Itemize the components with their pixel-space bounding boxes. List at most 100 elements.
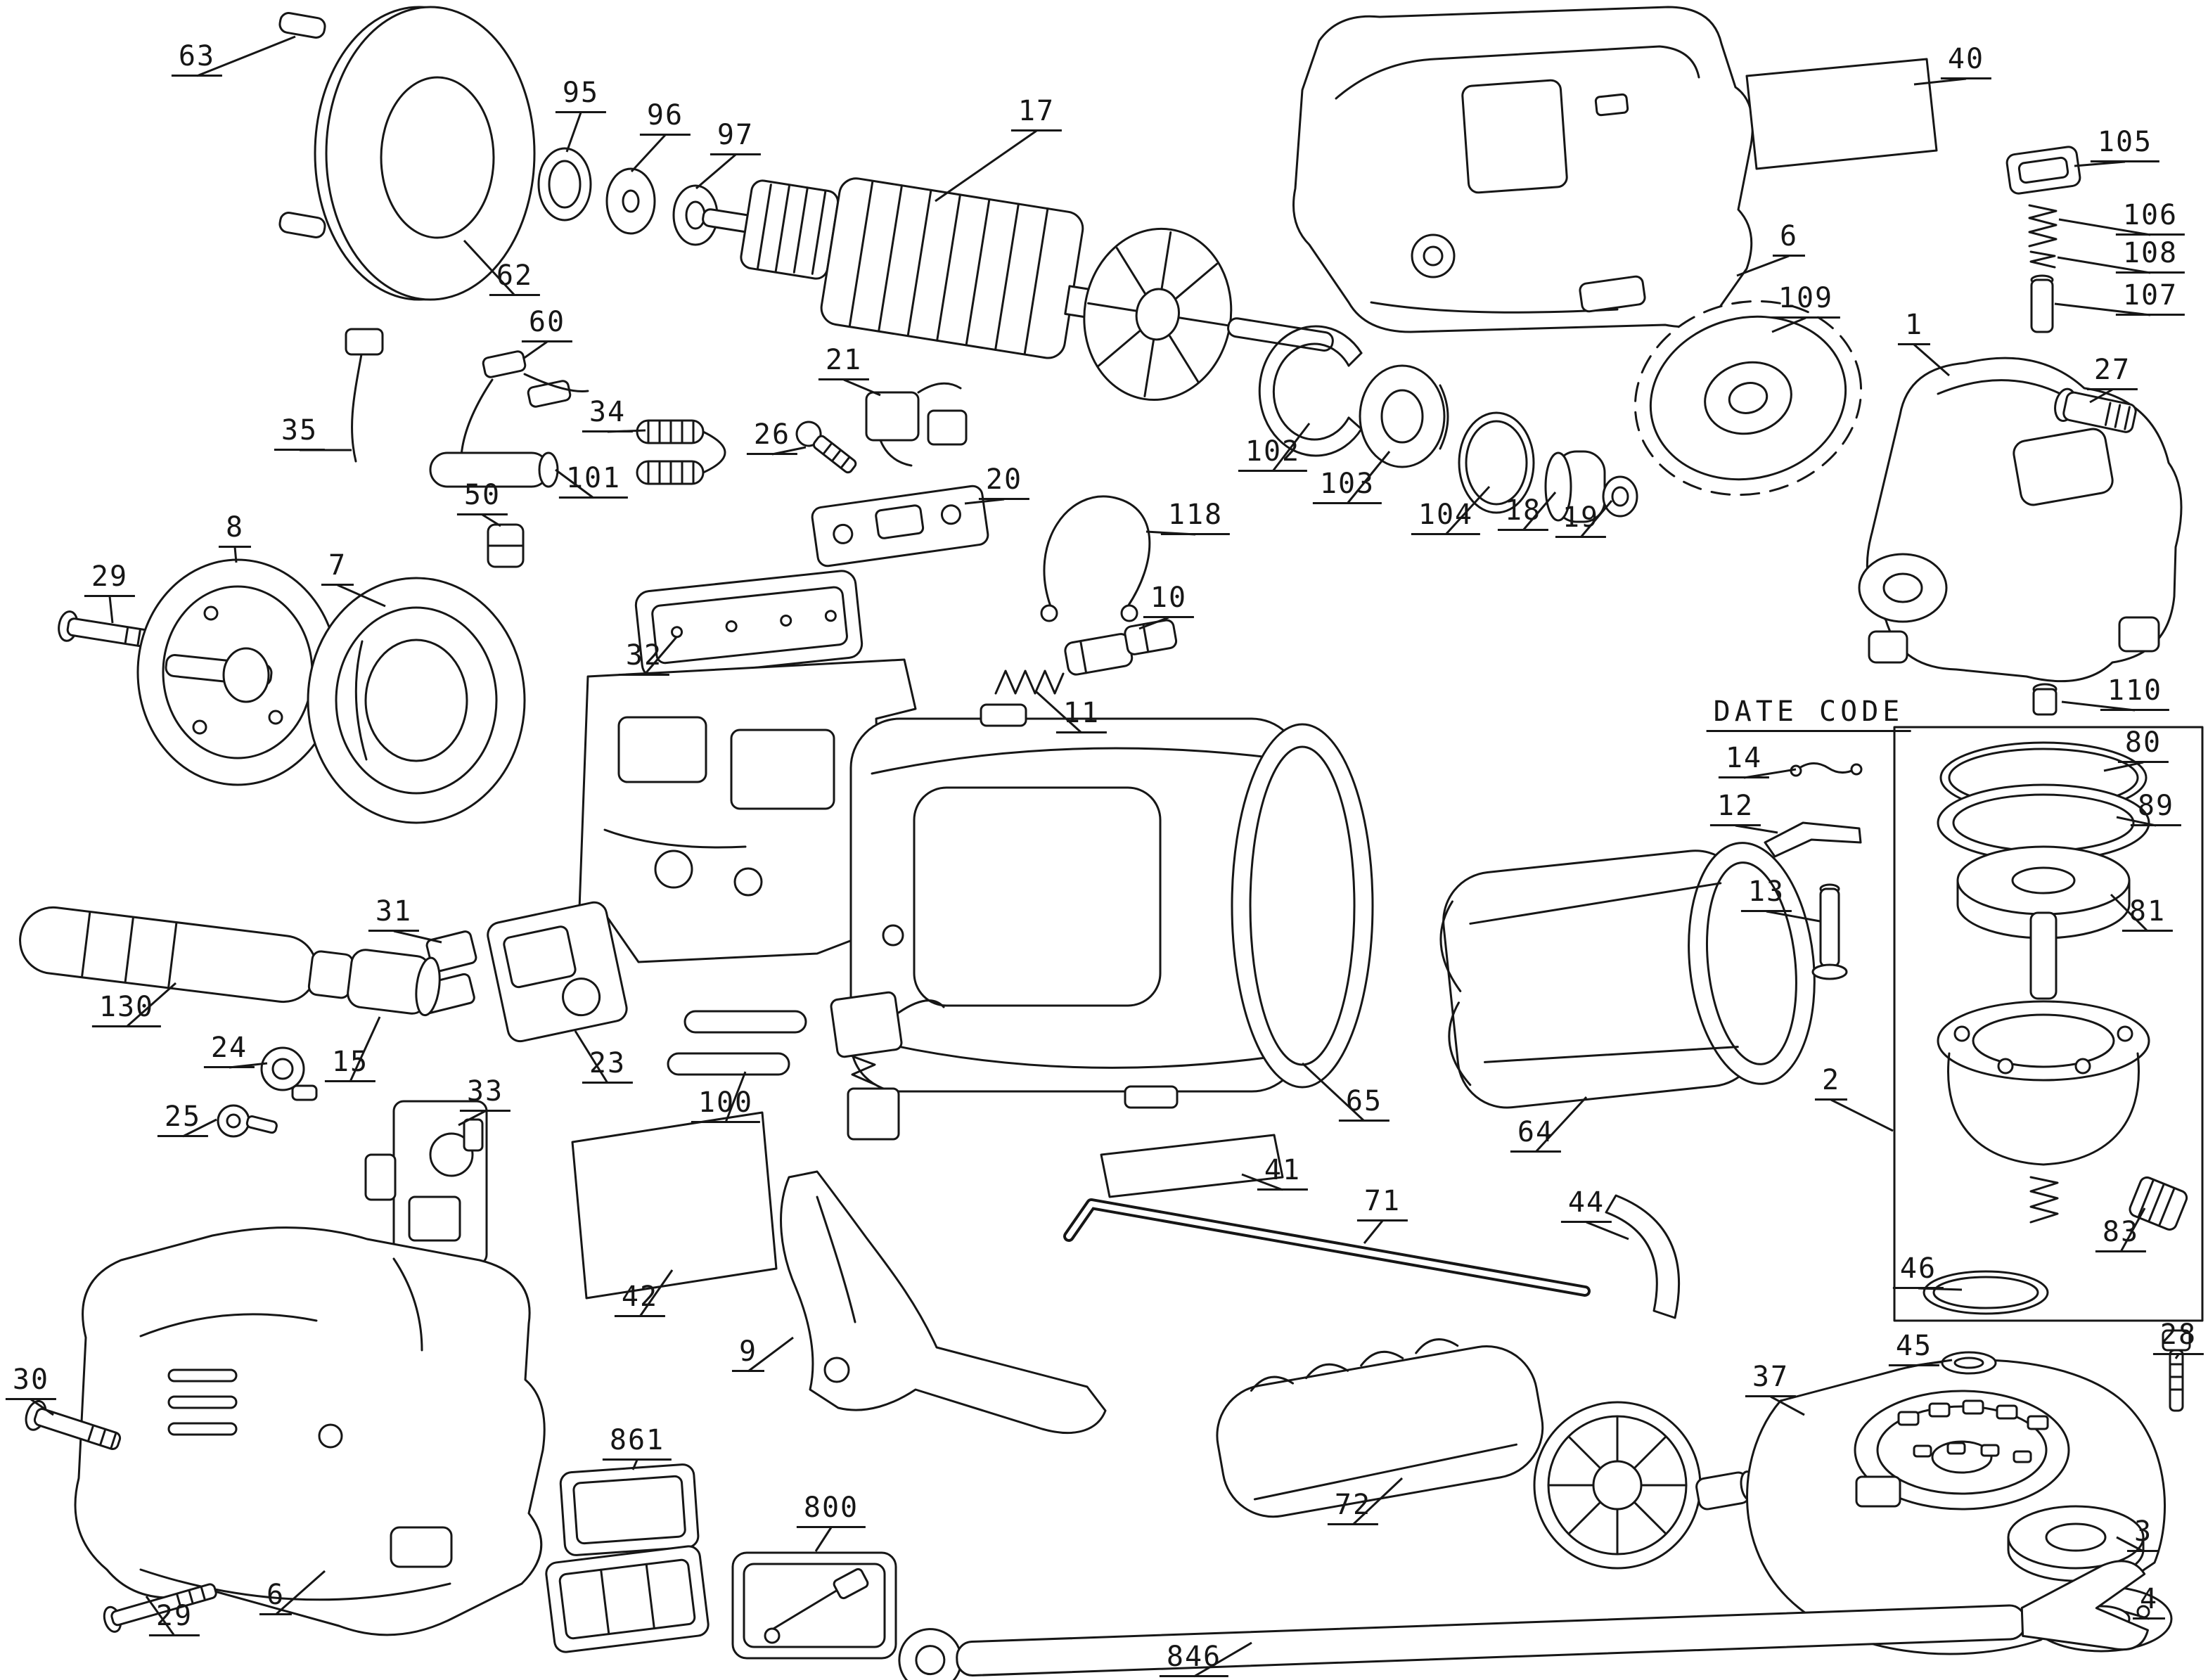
part-callout-37-14: 14 xyxy=(1718,743,1770,778)
part-callout-55-44: 44 xyxy=(1560,1188,1612,1223)
part-2-spindle-assembly-box-drawing xyxy=(1893,683,2204,1322)
part-25-screw-drawing xyxy=(217,1104,278,1138)
part-callout-35-80: 80 xyxy=(2117,728,2169,763)
leader-line-27 xyxy=(2089,388,2113,404)
part-callout-19-35: 35 xyxy=(274,416,326,451)
brush-holder-drawing xyxy=(830,991,945,1141)
part-109-fan-drawing xyxy=(1633,300,1863,496)
part-18-sleeve-drawing xyxy=(1544,450,1606,523)
part-40-label-drawing xyxy=(1745,58,1938,170)
part-101-capacitor-drawing xyxy=(429,451,559,488)
part-callout-48-65: 65 xyxy=(1338,1086,1390,1122)
part-callout-29-8: 8 xyxy=(218,513,252,548)
leader-line-2 xyxy=(1830,1098,1894,1132)
part-callout-15-60: 60 xyxy=(521,307,573,342)
leader-line-107 xyxy=(2054,302,2151,316)
leader-line-13 xyxy=(1766,910,1821,923)
part-callout-23-104: 104 xyxy=(1411,500,1481,535)
leader-line-12 xyxy=(1735,824,1778,834)
part-callout-46-23: 23 xyxy=(582,1049,634,1084)
leader-line-80 xyxy=(2103,761,2144,772)
leader-line-130 xyxy=(126,982,176,1028)
part-callout-69-29: 29 xyxy=(148,1601,200,1636)
leader-line-800 xyxy=(814,1527,833,1552)
part-callout-33-11: 11 xyxy=(1055,698,1108,733)
leader-line-6 xyxy=(1736,255,1790,277)
leader-line-28 xyxy=(2174,1354,2180,1359)
leader-line-71 xyxy=(1363,1220,1384,1244)
leader-line-104 xyxy=(1444,485,1491,536)
part-callout-47-100: 100 xyxy=(691,1088,761,1123)
leader-line-33 xyxy=(458,1110,486,1127)
part-callout-2-96: 96 xyxy=(639,101,691,136)
part-callout-54-71: 71 xyxy=(1356,1186,1408,1221)
part-23-switch-drawing xyxy=(487,901,628,1043)
leader-line-44 xyxy=(1586,1221,1629,1240)
part-41-label-drawing xyxy=(1100,1134,1284,1198)
part-60-terminals-drawing xyxy=(460,350,589,457)
part-callout-71-846: 846 xyxy=(1159,1642,1229,1677)
part-118-wire-form-drawing xyxy=(1040,495,1151,622)
leader-line-9 xyxy=(747,1336,794,1373)
parts-10-11-spring-terminal-drawing xyxy=(994,619,1178,695)
leader-line-29 xyxy=(145,1596,176,1636)
leader-line-81 xyxy=(2110,893,2149,932)
part-callout-0-63: 63 xyxy=(171,41,223,77)
parts-12-13-14-drawing xyxy=(1764,762,1863,980)
part-callout-5-40: 40 xyxy=(1940,44,1992,79)
leader-line-64 xyxy=(1534,1096,1588,1153)
part-7-clamp-ring-drawing xyxy=(307,577,526,824)
leader-line-20 xyxy=(964,498,1005,505)
part-callout-63-37: 37 xyxy=(1745,1362,1797,1397)
part-800-kit-bag-drawing xyxy=(731,1551,897,1660)
leader-line-6 xyxy=(275,1570,326,1616)
part-callout-39-81: 81 xyxy=(2122,897,2174,932)
part-callout-8-108: 108 xyxy=(2115,238,2185,274)
leader-line-861 xyxy=(631,1459,638,1470)
part-19-nut-drawing xyxy=(1602,475,1638,518)
part-callout-51-25: 25 xyxy=(157,1102,209,1137)
part-callout-28-118: 118 xyxy=(1160,500,1231,535)
part-callout-44-15: 15 xyxy=(324,1047,376,1082)
part-callout-31-7: 7 xyxy=(321,551,354,586)
leader-line-83 xyxy=(2119,1207,2146,1252)
leader-line-10 xyxy=(1138,616,1169,630)
part-callout-30-29: 29 xyxy=(84,562,136,597)
part-callout-66-72: 72 xyxy=(1327,1490,1379,1525)
part-callout-52-33: 33 xyxy=(459,1077,511,1112)
part-callout-62-30: 30 xyxy=(5,1365,57,1400)
leader-line-37 xyxy=(1770,1395,1805,1416)
part-72-side-handle-drawing xyxy=(1216,1338,1759,1570)
part-104-oring-drawing xyxy=(1458,411,1535,514)
part-32-module-drawing xyxy=(634,570,864,679)
part-callout-11-109: 109 xyxy=(1771,283,1841,319)
leader-line-8 xyxy=(233,546,238,563)
part-65-motor-housing-drawing xyxy=(849,703,1374,1109)
part-callout-38-12: 12 xyxy=(1709,791,1761,826)
part-34-inductors-drawing xyxy=(636,419,726,485)
leader-line-846 xyxy=(1193,1641,1252,1678)
part-callout-17-102: 102 xyxy=(1238,437,1308,472)
part-callout-25-19: 19 xyxy=(1555,503,1607,538)
leader-line-1 xyxy=(1913,343,1950,377)
leader-line-29 xyxy=(108,596,114,624)
part-callout-64-861: 861 xyxy=(602,1425,672,1461)
leader-line-65 xyxy=(1301,1062,1366,1122)
part-callout-18-103: 103 xyxy=(1312,469,1382,504)
part-130-handle-drawing xyxy=(19,906,441,1017)
part-103-bearing-drawing xyxy=(1359,364,1449,468)
part-44-sheet-drawing xyxy=(1605,1194,1681,1319)
leader-line-25 xyxy=(182,1118,217,1138)
leader-line-41 xyxy=(1241,1173,1283,1191)
part-71-hex-key-drawing xyxy=(1063,1198,1591,1297)
leader-line-105 xyxy=(2074,160,2126,167)
gear-housing-bracket-drawing xyxy=(578,658,917,963)
leader-line-97 xyxy=(695,153,736,190)
leader-line-18 xyxy=(1522,492,1557,531)
part-callout-6-105: 105 xyxy=(2090,127,2160,162)
leader-line-96 xyxy=(630,134,667,173)
part-62-backing-flange-drawing xyxy=(278,6,536,301)
